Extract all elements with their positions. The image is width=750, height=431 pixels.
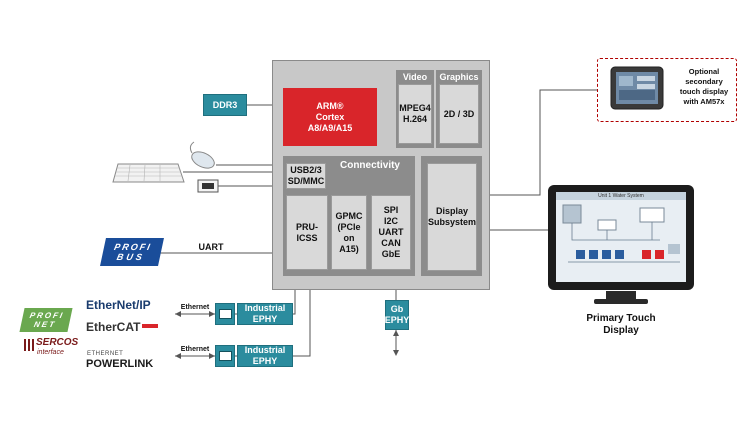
ddr3-block: DDR3 [203,94,247,116]
ethernet-label-1: Ethernet [180,304,210,311]
ethernet-label-2: Ethernet [180,346,210,353]
primary-line2: Display [603,325,639,336]
gb-ephy-line2: EPHY [384,315,410,325]
display-line1: Display [435,206,468,216]
secondary-line1: Optional [688,67,720,76]
ephy2-line2: EPHY [252,356,278,366]
mouse-icon [189,141,215,169]
video-line1: MPEG4 [399,103,431,113]
secondary-display-frame [597,58,737,122]
connectivity-title: Connectivity [339,160,400,171]
profibus-line1: PROFI [113,242,153,252]
usb-sdmmc-block: USB2/3 SD/MMC [286,163,326,189]
ddr3-label: DDR3 [212,99,238,110]
ethercat-arrow-icon [142,324,158,328]
ethernet-port-icon-2 [215,345,235,367]
cpu-line1: ARM® [316,100,344,111]
display-line2: Subsystem [427,217,477,227]
sercos-logo-bars [24,339,34,351]
monitor-screen-graphics [562,204,680,263]
gpmc-block: GPMC (PCIe on A15) [331,195,367,270]
secondary-display-device-icon [610,66,664,110]
secondary-line3: touch display [679,87,729,96]
ethernet-ip-label: EtherNet/IP [86,298,151,312]
serial-line5: GbE [381,249,401,259]
graphics-title: Graphics [439,72,479,82]
serial-line3: UART [378,227,404,237]
secondary-line4: with AM57x [683,97,725,106]
cpu-line2: Cortex [315,111,345,122]
video-line2: H.264 [402,114,428,124]
industrial-ephy-block-1: Industrial EPHY [237,303,293,325]
arrow-down-gb [393,350,399,356]
uart-label: UART [198,242,224,252]
arrow-left-1 [175,311,181,317]
profibus-line2: BUS [115,252,146,262]
sercos-sublabel: interface [37,349,64,356]
serial-interfaces-block: SPI I2C UART CAN GbE [371,195,411,270]
secondary-display-caption: Optional secondary touch display with AM… [674,67,734,107]
arrowheads [175,311,399,359]
pru-icss-block: PRU-ICSS [286,195,328,270]
arrow-up-gb [393,330,399,336]
gb-ephy-line1: Gb [390,304,404,314]
arrow-right-1 [209,311,215,317]
primary-line1: Primary Touch [586,313,656,324]
serial-line2: I2C [383,216,398,226]
arrow-left-2 [175,353,181,359]
gpmc-line2: (PCIe on [337,221,361,243]
usb-line1: USB2/3 [290,165,322,175]
profibus-logo: PROFI BUS [100,238,164,266]
display-subsystem-block: Display Subsystem [427,163,477,271]
serial-line1: SPI [383,205,399,215]
profinet-logo: PROFI NET [19,308,73,332]
ephy2-line1: Industrial [244,345,286,355]
keyboard-icon [112,163,185,183]
gpmc-line3: A15) [339,243,359,254]
arrow-right-2 [209,353,215,359]
cpu-line3: A8/A9/A15 [307,122,353,133]
ethercat-label: EtherCAT [86,320,141,334]
profinet-line1: PROFI [28,311,66,320]
video-codec-block: MPEG4 H.264 [398,84,432,144]
arm-cortex-cpu-block: ARM® Cortex A8/A9/A15 [283,88,377,146]
profinet-line2: NET [33,320,57,329]
graphics-line1: 2D / 3D [443,108,475,119]
secondary-line2: secondary [685,77,723,86]
sercos-label: SERCOS [36,337,79,348]
powerlink-small-label: ETHERNET [87,351,124,357]
ephy1-line1: Industrial [244,303,286,313]
serial-line4: CAN [381,238,401,248]
ethernet-port-icon-1 [215,303,235,325]
video-title: Video [402,72,428,82]
primary-display-caption: Primary Touch Display [571,313,671,337]
gb-ephy-block: Gb EPHY [385,300,409,330]
usb-line2: SD/MMC [287,176,325,186]
gpmc-line1: GPMC [335,210,363,221]
pru-label: PRU-ICSS [296,221,318,243]
secondary-display-link [490,89,597,196]
memory-card-icon [197,179,219,193]
powerlink-label: POWERLINK [86,358,154,370]
monitor-screen-title: Unit 1 Water System [598,193,644,199]
graphics-2d3d-block: 2D / 3D [439,84,479,144]
ephy1-line2: EPHY [252,314,278,324]
industrial-ephy-block-2: Industrial EPHY [237,345,293,367]
